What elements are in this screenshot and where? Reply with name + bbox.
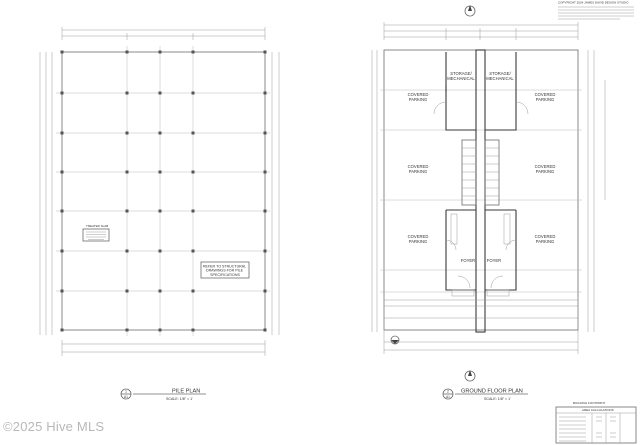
room-label-storage-right: STORAGE/MECHANICAL	[486, 71, 514, 81]
framing-detail-box: TREATED SLAB	[82, 224, 110, 242]
footprint-label: BUILDING FOOTPRINT	[573, 401, 606, 405]
header-note-text: COPYRIGHT 2024 JAMES DAVID DESIGN STUDIO	[558, 1, 629, 5]
door-swing	[505, 239, 517, 251]
area-calculation-table: BUILDING FOOTPRINT AREA CALCULATIONS	[555, 401, 637, 444]
structural-note-line: REFER TO STRUCTURAL	[203, 265, 246, 269]
pile-plan-scale: SCALE: 1/8" = 1'	[166, 397, 193, 401]
closet-right	[503, 213, 511, 245]
door-swing	[457, 275, 471, 289]
stair-run-left	[461, 139, 477, 206]
detail-number: 2	[447, 390, 449, 394]
header-note: COPYRIGHT 2024 JAMES DAVID DESIGN STUDIO	[558, 1, 634, 20]
pile-plan-title-block: 1 A1 PILE PLAN SCALE: 1/8" = 1'	[120, 389, 206, 401]
foyer-right-wall	[485, 210, 517, 291]
stair	[461, 139, 500, 206]
ground-floor-plan-scale: SCALE: 1/8" = 1'	[484, 397, 511, 401]
structural-note-text: REFER TO STRUCTURAL DRAWINGS FOR PILE SP…	[203, 265, 247, 277]
structural-note-line: SPECIFICATIONS	[210, 273, 240, 277]
closet-left	[450, 213, 458, 245]
north-arrow-pointer	[468, 370, 472, 376]
foyer-left-wall	[445, 210, 476, 291]
detail-sheet: A1	[124, 395, 128, 399]
area-table-frame	[555, 406, 637, 444]
entry-step-left	[451, 289, 475, 297]
watermark: ©2025 Hive MLS	[3, 419, 105, 434]
ground-floor-title-block: 2 A1 GROUND FLOOR PLAN SCALE: 1/8" = 1'	[442, 389, 528, 401]
section-marker-pointer	[391, 340, 399, 344]
north-arrow-pointer	[468, 5, 472, 11]
storage-room-left-wall	[445, 52, 476, 131]
stair-run-right	[484, 139, 500, 206]
door-swing	[515, 101, 529, 115]
framing-box-heading: TREATED SLAB	[86, 224, 108, 228]
area-table-heading: AREA CALCULATIONS	[582, 408, 614, 412]
ground-floor-plan: COPYRIGHT 2024 JAMES DAVID DESIGN STUDIO	[371, 1, 637, 444]
detail-sheet: A1	[446, 395, 450, 399]
structural-note-box	[200, 261, 250, 279]
entry-step-right	[486, 289, 510, 297]
pile-plan: TREATED SLAB REFER TO STRUCTURAL DRAWING…	[39, 27, 280, 401]
storage-room-right-wall	[485, 52, 517, 131]
room-label-foyer-right: FOYER	[487, 258, 501, 263]
room-label-foyer-left: FOYER	[461, 258, 475, 263]
pile-plan-title: PILE PLAN	[172, 389, 200, 395]
structural-note: REFER TO STRUCTURAL DRAWINGS FOR PILE SP…	[200, 261, 250, 279]
detail-number: 1	[125, 390, 127, 394]
pile-markers	[60, 50, 267, 332]
structural-note-line: DRAWINGS FOR PILE	[206, 269, 244, 273]
door-swing	[433, 101, 447, 115]
ground-floor-plan-title: GROUND FLOOR PLAN	[461, 389, 523, 395]
slab-outline	[61, 51, 266, 331]
room-label-storage-left: STORAGE/MECHANICAL	[447, 71, 475, 81]
framing-box	[82, 228, 110, 242]
door-swing	[490, 275, 504, 289]
door-swing	[445, 239, 457, 251]
party-wall	[475, 49, 486, 333]
